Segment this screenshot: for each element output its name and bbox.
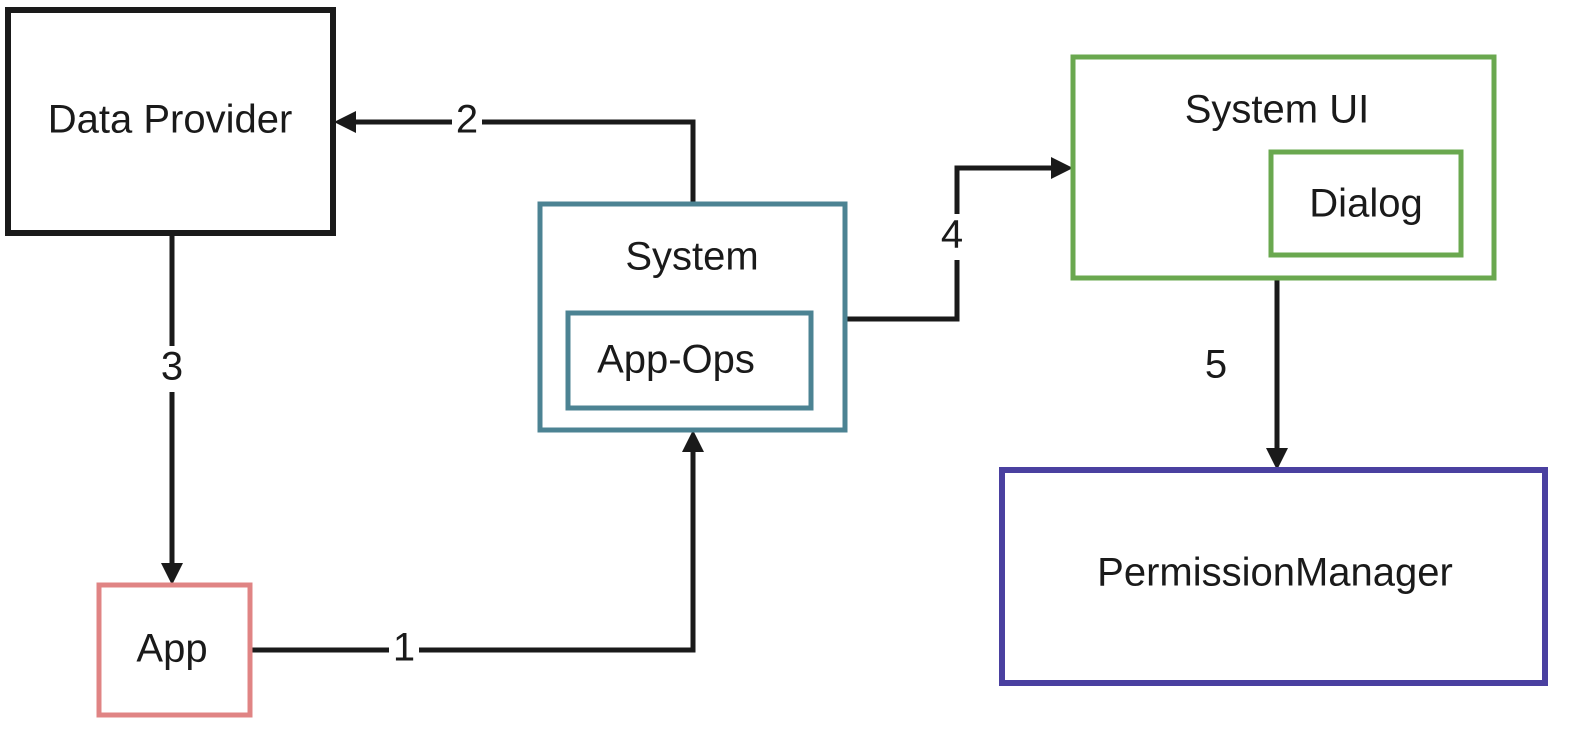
arrowhead-2: [334, 111, 356, 133]
node-dialog[interactable]: Dialog: [1268, 149, 1464, 258]
edge-line-1: [250, 447, 696, 653]
node-box-data-provider[interactable]: [5, 7, 336, 236]
node-box-dialog[interactable]: [1268, 149, 1464, 258]
edge-label-1: 1: [393, 626, 415, 670]
edge-label-3: 3: [161, 345, 183, 389]
node-label-data-provider: Data Provider: [48, 98, 293, 142]
node-box-permission-manager[interactable]: [999, 467, 1548, 686]
edge-labels-layer: 1 2 3 4 5: [157, 98, 1231, 673]
edge-1: [250, 430, 704, 653]
edge-label-group-5: 5: [1201, 343, 1231, 390]
node-label-system-ui: System UI: [1185, 88, 1369, 132]
edge-2: [334, 111, 696, 204]
node-app[interactable]: App: [96, 582, 253, 718]
node-label-app: App: [136, 627, 207, 671]
node-box-app-ops[interactable]: [565, 310, 814, 411]
edge-label-backdrop-1: [389, 627, 419, 673]
node-permission-manager[interactable]: PermissionManager: [999, 467, 1548, 686]
edge-label-backdrop-3: [157, 346, 187, 392]
edge-label-group-1: 1: [389, 626, 419, 673]
edge-label-5: 5: [1205, 343, 1227, 387]
edge-label-backdrop-5: [1201, 344, 1231, 390]
edge-label-2: 2: [456, 98, 478, 142]
edge-5: [1266, 278, 1288, 470]
edge-label-backdrop-2: [452, 99, 482, 145]
edge-label-4: 4: [941, 213, 963, 257]
node-data-provider[interactable]: Data Provider: [5, 7, 336, 236]
node-label-app-ops: App-Ops: [597, 338, 755, 382]
node-label-dialog: Dialog: [1309, 182, 1422, 226]
edge-label-group-4: 4: [937, 213, 967, 260]
arrowhead-4: [1051, 157, 1073, 179]
arrowhead-5: [1266, 448, 1288, 470]
arrowhead-3: [161, 563, 183, 585]
edge-label-group-2: 2: [452, 98, 482, 145]
edge-3: [161, 233, 183, 585]
arrowhead-1: [682, 430, 704, 452]
node-app-ops[interactable]: App-Ops: [565, 310, 814, 411]
node-box-app[interactable]: [96, 582, 253, 718]
edge-label-backdrop-4: [937, 214, 967, 260]
edge-label-group-3: 3: [157, 345, 187, 392]
edge-line-2: [352, 119, 696, 204]
node-label-permission-manager: PermissionManager: [1097, 551, 1453, 595]
node-label-system: System: [625, 235, 758, 279]
